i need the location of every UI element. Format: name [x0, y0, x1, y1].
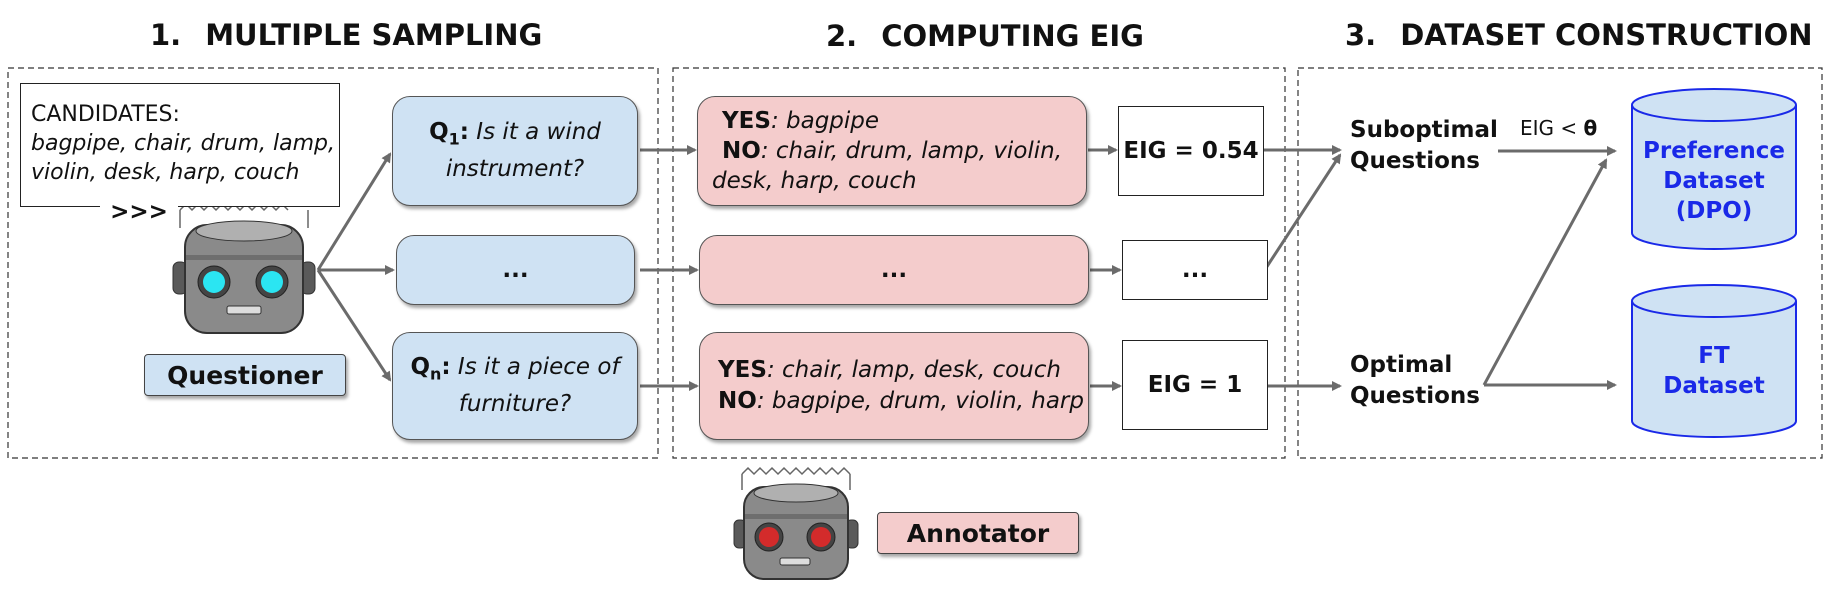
eig-threshold-label: EIG < θ [1520, 116, 1598, 140]
eig-value-box-mid: ... [1122, 240, 1268, 300]
arrow-optimal-to-preference [1482, 158, 1608, 386]
question-box-q1: Q1: Is it a wind instrument? [392, 96, 638, 206]
eig-value-box-n: EIG = 1 [1122, 340, 1268, 430]
ft-dataset-label: FT Dataset [1663, 343, 1765, 399]
annotator-robot-icon [733, 466, 859, 580]
questioner-label: Questioner [144, 354, 346, 396]
prompt-marker: >>> [100, 198, 178, 226]
connector-arrows [316, 145, 1617, 391]
candidates-label: CANDIDATES: [31, 102, 180, 127]
annotator-label: Annotator [877, 512, 1079, 554]
question-box-qn: Qn: Is it a piece of furniture? [392, 332, 638, 440]
section-title-sampling: 1.MULTIPLE SAMPLING [150, 18, 543, 52]
section-frame-eig [672, 67, 1286, 459]
candidates-line2: violin, desk, harp, couch [31, 160, 300, 185]
suboptimal-questions-label: Suboptimal Questions [1350, 117, 1498, 174]
eig-value-box-1: EIG = 0.54 [1118, 106, 1264, 196]
arrow-robot-to-qn [316, 269, 392, 382]
optimal-questions-label: Optimal Questions [1350, 352, 1480, 409]
candidates-box: CANDIDATES: bagpipe, chair, drum, lamp, … [20, 83, 340, 207]
question-box-mid: ... [396, 235, 635, 305]
arrow-emid-to-suboptimal [1264, 153, 1342, 269]
section-title-eig: 2.COMPUTING EIG [826, 19, 1144, 53]
candidates-line1: bagpipe, chair, drum, lamp, [31, 131, 335, 156]
section-frame-sampling [7, 67, 659, 459]
answer-box-an: YES: chair, lamp, desk, couch NO: bagpip… [699, 332, 1089, 440]
preference-dataset-cylinder-icon [1631, 88, 1797, 250]
ft-dataset-cylinder-icon [1631, 284, 1797, 438]
section-title-construction: 3.DATASET CONSTRUCTION [1345, 18, 1813, 52]
questioner-robot-icon [172, 202, 316, 334]
section-frame-construction [1297, 67, 1823, 459]
preference-dataset-label: Preference Dataset (DPO) [1643, 138, 1785, 224]
arrow-robot-to-q1 [316, 152, 392, 271]
answer-box-mid: ... [699, 235, 1089, 305]
answer-box-a1: YES: bagpipe NO: chair, drum, lamp, viol… [697, 96, 1087, 206]
